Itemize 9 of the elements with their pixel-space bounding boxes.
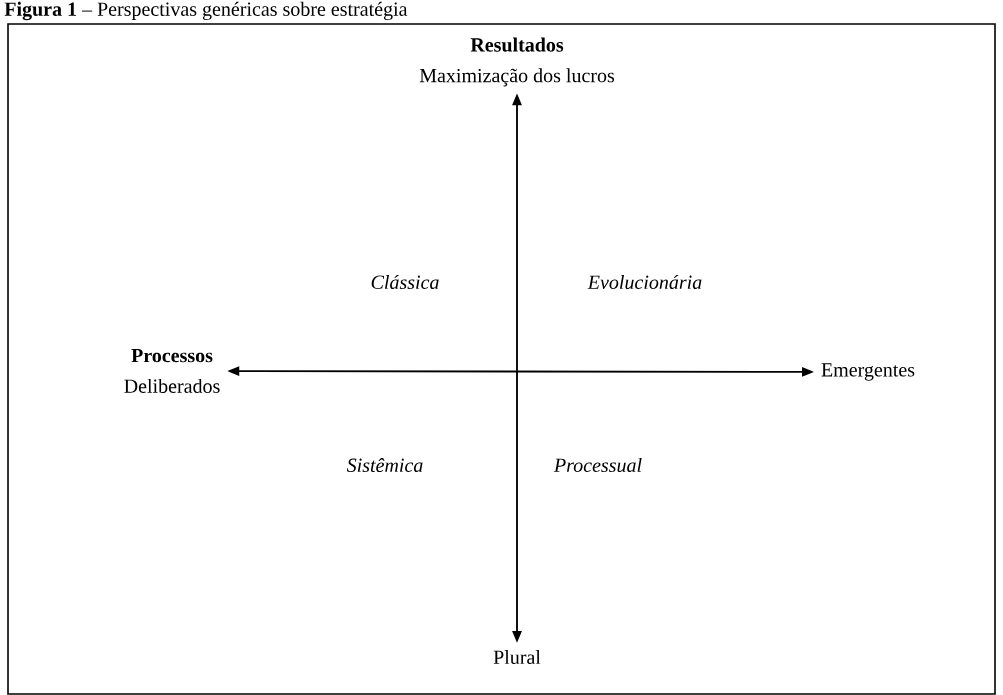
quadrant-label: Sistêmica: [346, 457, 423, 473]
axis-label: Processos Deliberados: [124, 349, 220, 393]
quadrant-label: Clássica: [371, 274, 439, 290]
axis-label: Resultados Maximização dos lucros: [419, 37, 615, 87]
quadrant-label: Evolucionária: [587, 274, 702, 290]
quadrant-label: Processual: [553, 457, 642, 473]
axis-label: Emergentes: [821, 363, 915, 381]
axis-label: Plural: [493, 649, 541, 664]
figure-title: Figura 1 – Perspectivas genéricas sobre estratégia: [4, 1, 408, 21]
